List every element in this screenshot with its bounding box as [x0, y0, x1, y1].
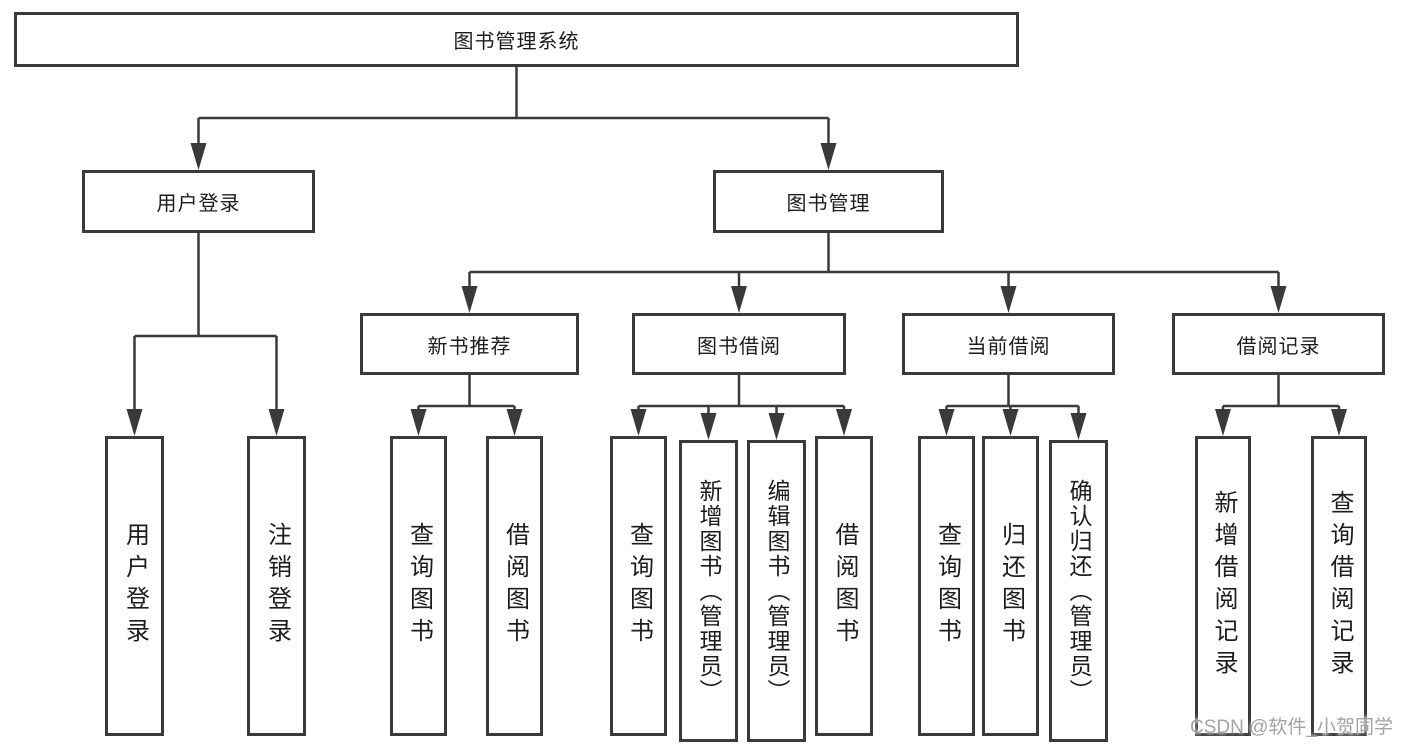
leaf-confirm-return-admin: 确认归还（管理员） [1049, 440, 1108, 742]
arrow-down-icon [768, 413, 785, 440]
leaf-label: 用户登录 [121, 522, 149, 650]
leaf-query-books-1: 查询图书 [390, 436, 447, 736]
node-label: 当前借阅 [966, 335, 1051, 358]
node-book-management: 图书管理 [713, 170, 944, 233]
node-book-borrowing: 图书借阅 [632, 313, 846, 375]
leaf-borrow-books-2: 借阅图书 [815, 436, 873, 736]
leaf-query-borrow-record: 查询借阅记录 [1311, 436, 1367, 736]
leaf-label: 新增借阅记录 [1210, 490, 1237, 682]
node-new-book-recommend: 新书推荐 [360, 313, 579, 375]
arrow-down-icon [126, 409, 143, 436]
arrow-down-icon [190, 143, 207, 170]
arrow-down-icon [1070, 413, 1087, 440]
arrow-down-icon [1331, 409, 1347, 436]
arrow-down-icon [700, 413, 717, 440]
node-root: 图书管理系统 [14, 12, 1019, 67]
leaf-label: 编辑图书（管理员） [764, 478, 790, 704]
leaf-label: 新增图书（管理员） [696, 478, 722, 704]
leaf-label: 借阅图书 [831, 522, 858, 650]
node-user-login: 用户登录 [82, 170, 315, 233]
arrow-down-icon [410, 409, 427, 436]
arrow-down-icon [630, 409, 647, 436]
arrow-down-icon [1002, 409, 1019, 436]
arrow-down-icon [1270, 286, 1287, 313]
leaf-borrow-books-1: 借阅图书 [486, 436, 543, 736]
leaf-add-books-admin: 新增图书（管理员） [679, 440, 738, 742]
leaf-label: 借阅图书 [501, 522, 529, 650]
node-label: 借阅记录 [1236, 335, 1321, 358]
node-label: 用户登录 [156, 193, 241, 215]
node-label: 图书借阅 [697, 335, 781, 358]
arrow-down-icon [1215, 409, 1231, 436]
arrow-down-icon [836, 409, 852, 436]
node-label: 图书管理 [786, 193, 871, 215]
node-current-borrowing: 当前借阅 [902, 313, 1115, 375]
node-borrowing-records: 借阅记录 [1172, 313, 1385, 375]
leaf-label: 查询图书 [405, 522, 433, 650]
arrow-down-icon [1000, 286, 1017, 313]
leaf-edit-books-admin: 编辑图书（管理员） [747, 440, 806, 742]
leaf-logout: 注销登录 [247, 436, 306, 736]
arrow-down-icon [268, 409, 285, 436]
leaf-label: 查询借阅记录 [1326, 490, 1353, 682]
arrow-down-icon [938, 409, 955, 436]
arrowhead-icons [126, 143, 1347, 440]
leaf-label: 归还图书 [997, 522, 1025, 650]
leaf-label: 确认归还（管理员） [1066, 478, 1092, 704]
leaf-label: 注销登录 [263, 522, 291, 650]
leaf-label: 查询图书 [933, 522, 961, 650]
node-label: 新书推荐 [427, 335, 512, 358]
arrow-down-icon [820, 143, 837, 170]
leaf-query-books-3: 查询图书 [918, 436, 975, 736]
arrow-down-icon [731, 286, 747, 313]
node-label: 图书管理系统 [453, 31, 580, 53]
leaf-query-books-2: 查询图书 [610, 436, 667, 736]
leaf-return-books: 归还图书 [982, 436, 1039, 736]
arrow-down-icon [461, 286, 478, 313]
leaf-add-borrow-record: 新增借阅记录 [1195, 436, 1251, 736]
leaf-label: 查询图书 [625, 522, 653, 650]
leaf-user-login: 用户登录 [105, 436, 164, 736]
csdn-watermark: CSDN @软件_小贺同学 [1190, 717, 1393, 738]
arrow-down-icon [506, 409, 523, 436]
